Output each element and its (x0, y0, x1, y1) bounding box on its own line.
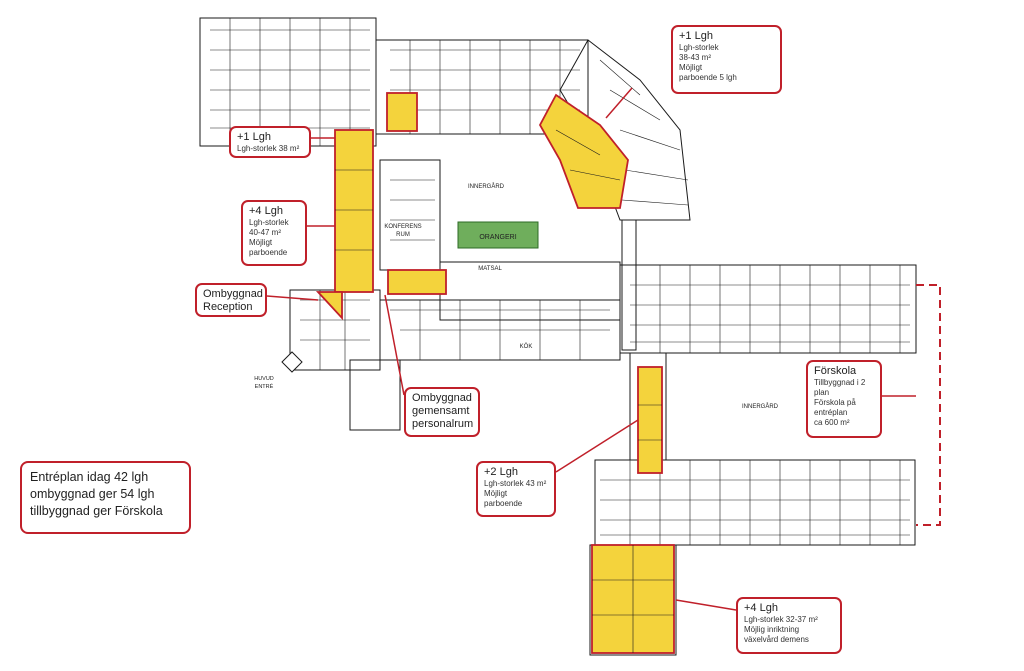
highlight-matsal-corner (387, 269, 447, 295)
callout-title: +1 Lgh (679, 30, 713, 42)
callout-line: Lgh-storlek 38 m² (237, 144, 300, 154)
summary-box: Entréplan idag 42 lgh ombyggnad ger 54 l… (20, 461, 191, 534)
callout-line: parboende 5 lgh (679, 73, 737, 83)
forskola-extension-outline (916, 284, 941, 526)
huvud-label: HUVUD (254, 376, 274, 382)
orangeri (457, 221, 539, 249)
callout-line: ca 600 m² (814, 418, 850, 428)
callout-bottom-right: +4 Lgh Lgh-storlek 32-37 m² Möjlig inrik… (736, 597, 842, 654)
entre-label: ENTRÉ (255, 383, 274, 390)
callout-line: parboende (249, 248, 288, 258)
summary-line: Entréplan idag 42 lgh (30, 470, 149, 484)
callout-line: Möjligt (249, 238, 273, 248)
callout-line: Lgh-storlek 43 m² (484, 479, 547, 489)
callout-left-mid: +4 Lgh Lgh-storlek 40-47 m² Möjligt parb… (241, 200, 307, 266)
callout-line: 38-43 m² (679, 53, 712, 63)
callout-line: personalrum (412, 418, 474, 431)
highlight-top-small (386, 92, 418, 132)
callout-line: entréplan (814, 408, 848, 418)
summary-line: ombyggnad ger 54 lgh (30, 486, 155, 501)
konferens-label-2: RUM (396, 232, 410, 238)
innergard-right-label: INNERGÅRD (742, 403, 779, 410)
callout-title: Förskola (814, 365, 857, 377)
wing-east-lower (594, 459, 916, 546)
callout-forskola: Förskola Tillbyggnad i 2 plan Förskola p… (806, 360, 882, 438)
highlight-corridor (637, 366, 663, 474)
callout-line: parboende (484, 499, 523, 509)
highlight-reception (315, 291, 343, 321)
wing-top-east (375, 39, 589, 135)
wing-south-west (349, 359, 401, 431)
callout-left-top: +1 Lgh Lgh-storlek 38 m² (229, 126, 311, 158)
central-block (379, 159, 441, 271)
callout-line: Reception (203, 301, 253, 314)
callout-line: Möjligt (484, 489, 508, 499)
callout-top-right: +1 Lgh Lgh-storlek 38-43 m² Möjligt parb… (671, 25, 782, 94)
callout-title: +2 Lgh (484, 466, 518, 478)
callout-line: Lgh-storlek (679, 43, 719, 53)
summary-line: tillbyggnad ger Förskola (30, 503, 163, 518)
callout-line: Möjligt (679, 63, 703, 73)
callout-line: Förskola på (814, 398, 856, 408)
innergard-top-label: INNERGÅRD (468, 183, 505, 190)
matsal-block (439, 261, 621, 321)
callout-title: +1 Lgh (237, 131, 271, 143)
orangeri-label: ORANGERI (479, 234, 516, 241)
callout-line: växelvård demens (744, 635, 809, 645)
callout-title: +4 Lgh (744, 602, 778, 614)
callout-line: Tillbyggnad i 2 (814, 378, 866, 388)
wing-east-upper (619, 264, 917, 354)
konferens-label: KONFERENS (384, 224, 421, 230)
callout-line: 40-47 m² (249, 228, 282, 238)
callout-line: gemensamt (412, 405, 470, 418)
callout-line: plan (814, 388, 830, 398)
callout-line: Ombyggnad (412, 392, 472, 404)
callout-line: Lgh-storlek 32-37 m² (744, 615, 818, 625)
kok-label: KÖK (520, 343, 533, 350)
matsal-label: MATSAL (478, 266, 502, 272)
callout-plus2: +2 Lgh Lgh-storlek 43 m² Möjligt parboen… (476, 461, 556, 517)
callout-title: +4 Lgh (249, 205, 283, 217)
callout-line: Lgh-storlek (249, 218, 289, 228)
callout-line: Möjlig inriktning (744, 625, 800, 635)
wing-northeast (559, 39, 691, 221)
entrance-arrow-icon (281, 351, 303, 373)
callout-line: Ombyggnad (203, 288, 263, 300)
highlight-northeast (538, 93, 629, 209)
callout-personalrum: Ombyggnad gemensamt personalrum (404, 387, 480, 437)
callout-reception: Ombyggnad Reception (195, 283, 267, 317)
highlight-left-strip (334, 129, 374, 293)
